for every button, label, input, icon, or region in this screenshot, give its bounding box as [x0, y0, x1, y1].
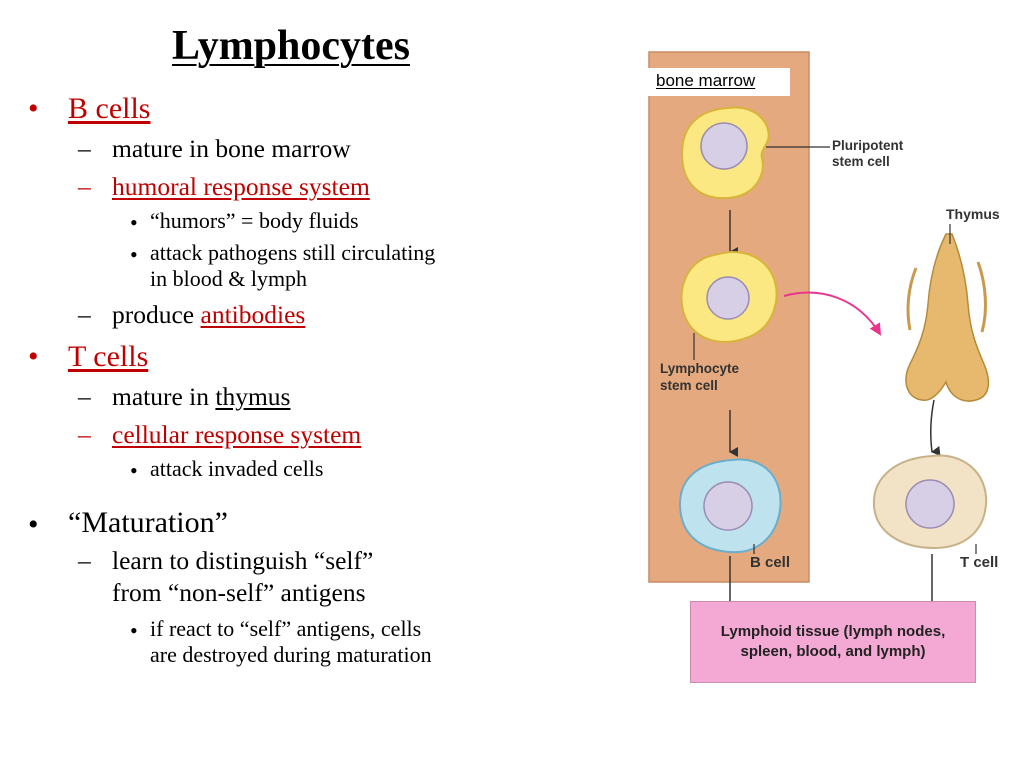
dash-marker: –: [78, 172, 91, 201]
self-react-line1: if react to “self” antigens, cells: [150, 616, 422, 641]
bone-marrow-label: bone marrow: [646, 68, 790, 96]
bullet-t-cells: •: [28, 340, 39, 373]
arrow-thymus-to-tcell: [929, 399, 941, 456]
attack-pathogens-line1: attack pathogens still circulating: [150, 240, 436, 265]
dash-marker: –: [78, 134, 91, 163]
t-cell-label: T cell: [960, 554, 999, 571]
dot-marker: •: [130, 458, 138, 483]
t-cells-heading[interactable]: T cells: [68, 340, 149, 373]
produce-antibodies: produce antibodies: [112, 300, 306, 329]
pluripotent-label: Pluripotent stem cell: [832, 138, 904, 169]
thymus-label: Thymus: [946, 206, 1000, 222]
distinguish-line1: learn to distinguish “self”: [112, 546, 374, 575]
humors-definition: “humors” = body fluids: [150, 208, 359, 233]
dot-marker: •: [130, 618, 138, 643]
distinguish-line2: from “non-self” antigens: [112, 578, 366, 607]
lymphoid-tissue-box: Lymphoid tissue (lymph nodes, spleen, bl…: [690, 601, 976, 683]
dot-marker: •: [130, 210, 138, 235]
thymus-organ: [905, 233, 990, 402]
bullet-b-cells: •: [28, 92, 39, 125]
slide-title: Lymphocytes: [172, 23, 411, 69]
cellular-response-link[interactable]: cellular response system: [112, 420, 362, 449]
lymphoid-line1: Lymphoid tissue (lymph nodes,: [720, 623, 946, 640]
dash-marker: –: [78, 420, 91, 449]
humoral-response-link[interactable]: humoral response system: [112, 172, 370, 201]
thymus-link[interactable]: thymus: [215, 382, 291, 411]
t-mature-in-thymus: mature in thymus: [112, 382, 291, 411]
dot-marker: •: [130, 242, 138, 267]
pluripotent-stem-cell: [680, 106, 770, 200]
diagram-graphics: [648, 51, 990, 623]
antibodies-link[interactable]: antibodies: [200, 300, 306, 329]
b-cells-heading[interactable]: B cells: [68, 92, 151, 125]
attack-invaded-cells: attack invaded cells: [150, 456, 324, 481]
b-cell-label: B cell: [750, 554, 791, 571]
lymphocyte-diagram: bone marrow Pluripotent stem cell Thymus…: [640, 48, 1024, 748]
attack-pathogens-line2: in blood & lymph: [150, 266, 308, 291]
b-cell: [678, 458, 782, 554]
arrow-to-thymus: [783, 291, 882, 336]
t-cell: [872, 454, 988, 550]
bullet-maturation: •: [28, 508, 39, 541]
self-react-line2: are destroyed during maturation: [150, 642, 432, 667]
dash-marker: –: [78, 382, 91, 411]
lymphoid-line2: spleen, blood, and lymph): [740, 643, 926, 660]
maturation-heading: “Maturation”: [68, 506, 228, 539]
lymphocyte-stem-cell: [680, 250, 778, 343]
lymphocyte-stem-label: Lymphocyte stem cell: [660, 361, 740, 393]
dash-marker: –: [78, 546, 91, 575]
dash-marker: –: [78, 300, 91, 329]
b-mature-bone-marrow: mature in bone marrow: [112, 134, 351, 163]
